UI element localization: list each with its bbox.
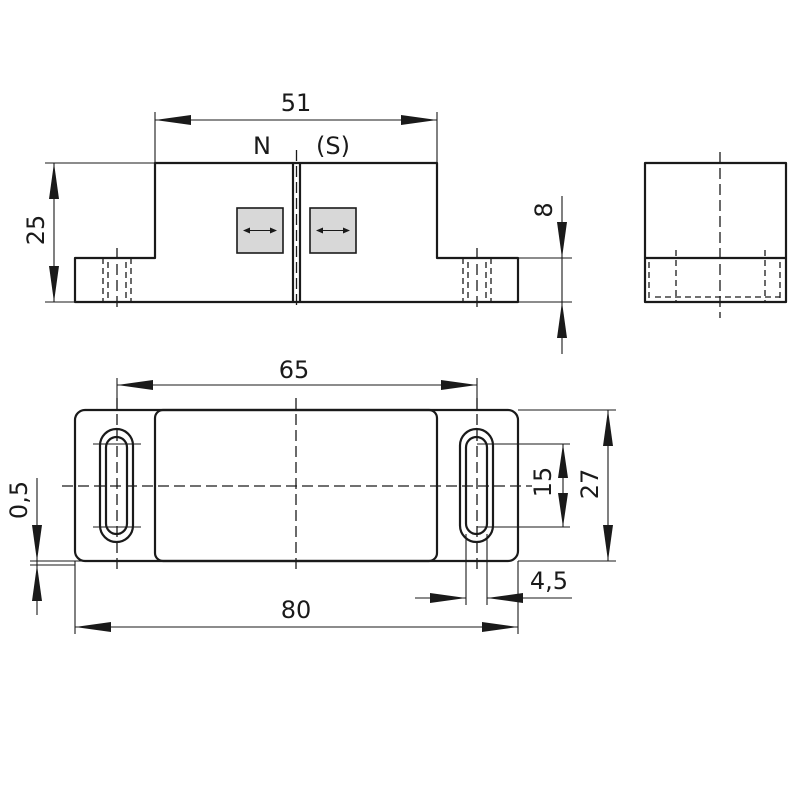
side-view xyxy=(643,152,788,318)
dim-label-0-5: 0,5 xyxy=(5,481,33,519)
dim-top-width: 51 xyxy=(154,89,438,163)
hidden-hole-left xyxy=(102,248,132,312)
dim-label-8: 8 xyxy=(530,202,558,217)
dim-slot-length: 15 xyxy=(477,443,570,528)
front-view: N (S) xyxy=(73,132,520,312)
dim-label-27: 27 xyxy=(576,469,604,500)
mounting-slot-right xyxy=(458,398,495,572)
dim-offset: 0,5 xyxy=(5,478,160,615)
mounting-slot-left xyxy=(93,398,141,572)
side-view-outline xyxy=(643,161,788,304)
dim-label-15: 15 xyxy=(529,467,557,498)
dim-height: 25 xyxy=(22,162,155,303)
double-arrow-icon xyxy=(243,227,277,234)
double-arrow-icon xyxy=(316,227,350,234)
dim-width: 27 xyxy=(518,409,616,562)
dim-label-80: 80 xyxy=(281,596,312,624)
dim-length: 80 xyxy=(74,561,519,634)
dim-label-51: 51 xyxy=(281,89,312,117)
dim-hole-spacing: 65 xyxy=(116,356,478,410)
hidden-hole-right xyxy=(462,248,492,312)
dim-slot-width: 4,5 xyxy=(415,534,572,605)
top-view xyxy=(62,398,532,572)
dim-label-4-5: 4,5 xyxy=(530,567,568,595)
dim-flange: 8 xyxy=(518,196,572,354)
pole-label-n: N xyxy=(253,132,271,160)
dim-label-25: 25 xyxy=(22,215,50,246)
dim-label-65: 65 xyxy=(279,356,310,384)
pole-label-s: (S) xyxy=(316,132,350,160)
